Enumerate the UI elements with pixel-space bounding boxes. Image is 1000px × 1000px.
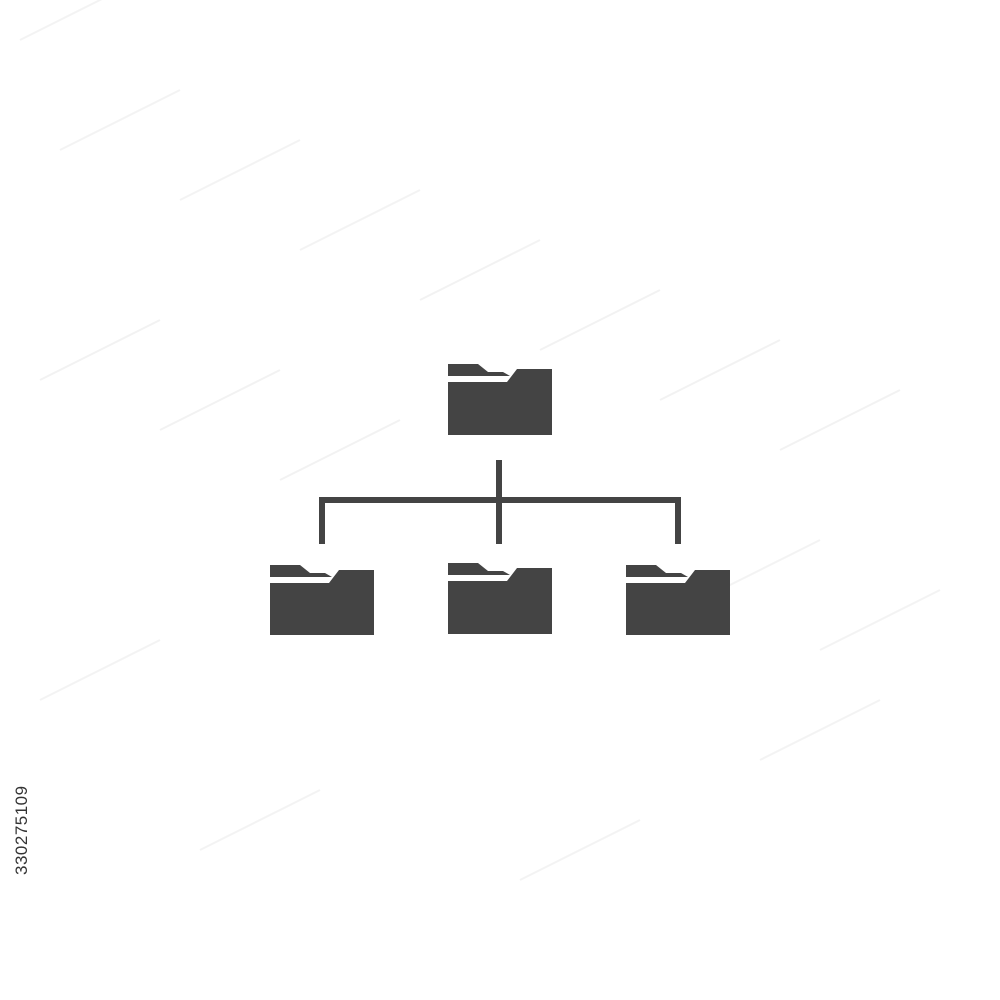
- child-folder-icon-center: [448, 563, 552, 634]
- child-folder-icon-right: [626, 565, 730, 635]
- stock-id-label: 330275109: [12, 785, 31, 875]
- parent-folder-icon: [448, 364, 552, 435]
- child-folder-icon-left: [270, 565, 374, 635]
- connector-lines: [319, 460, 681, 544]
